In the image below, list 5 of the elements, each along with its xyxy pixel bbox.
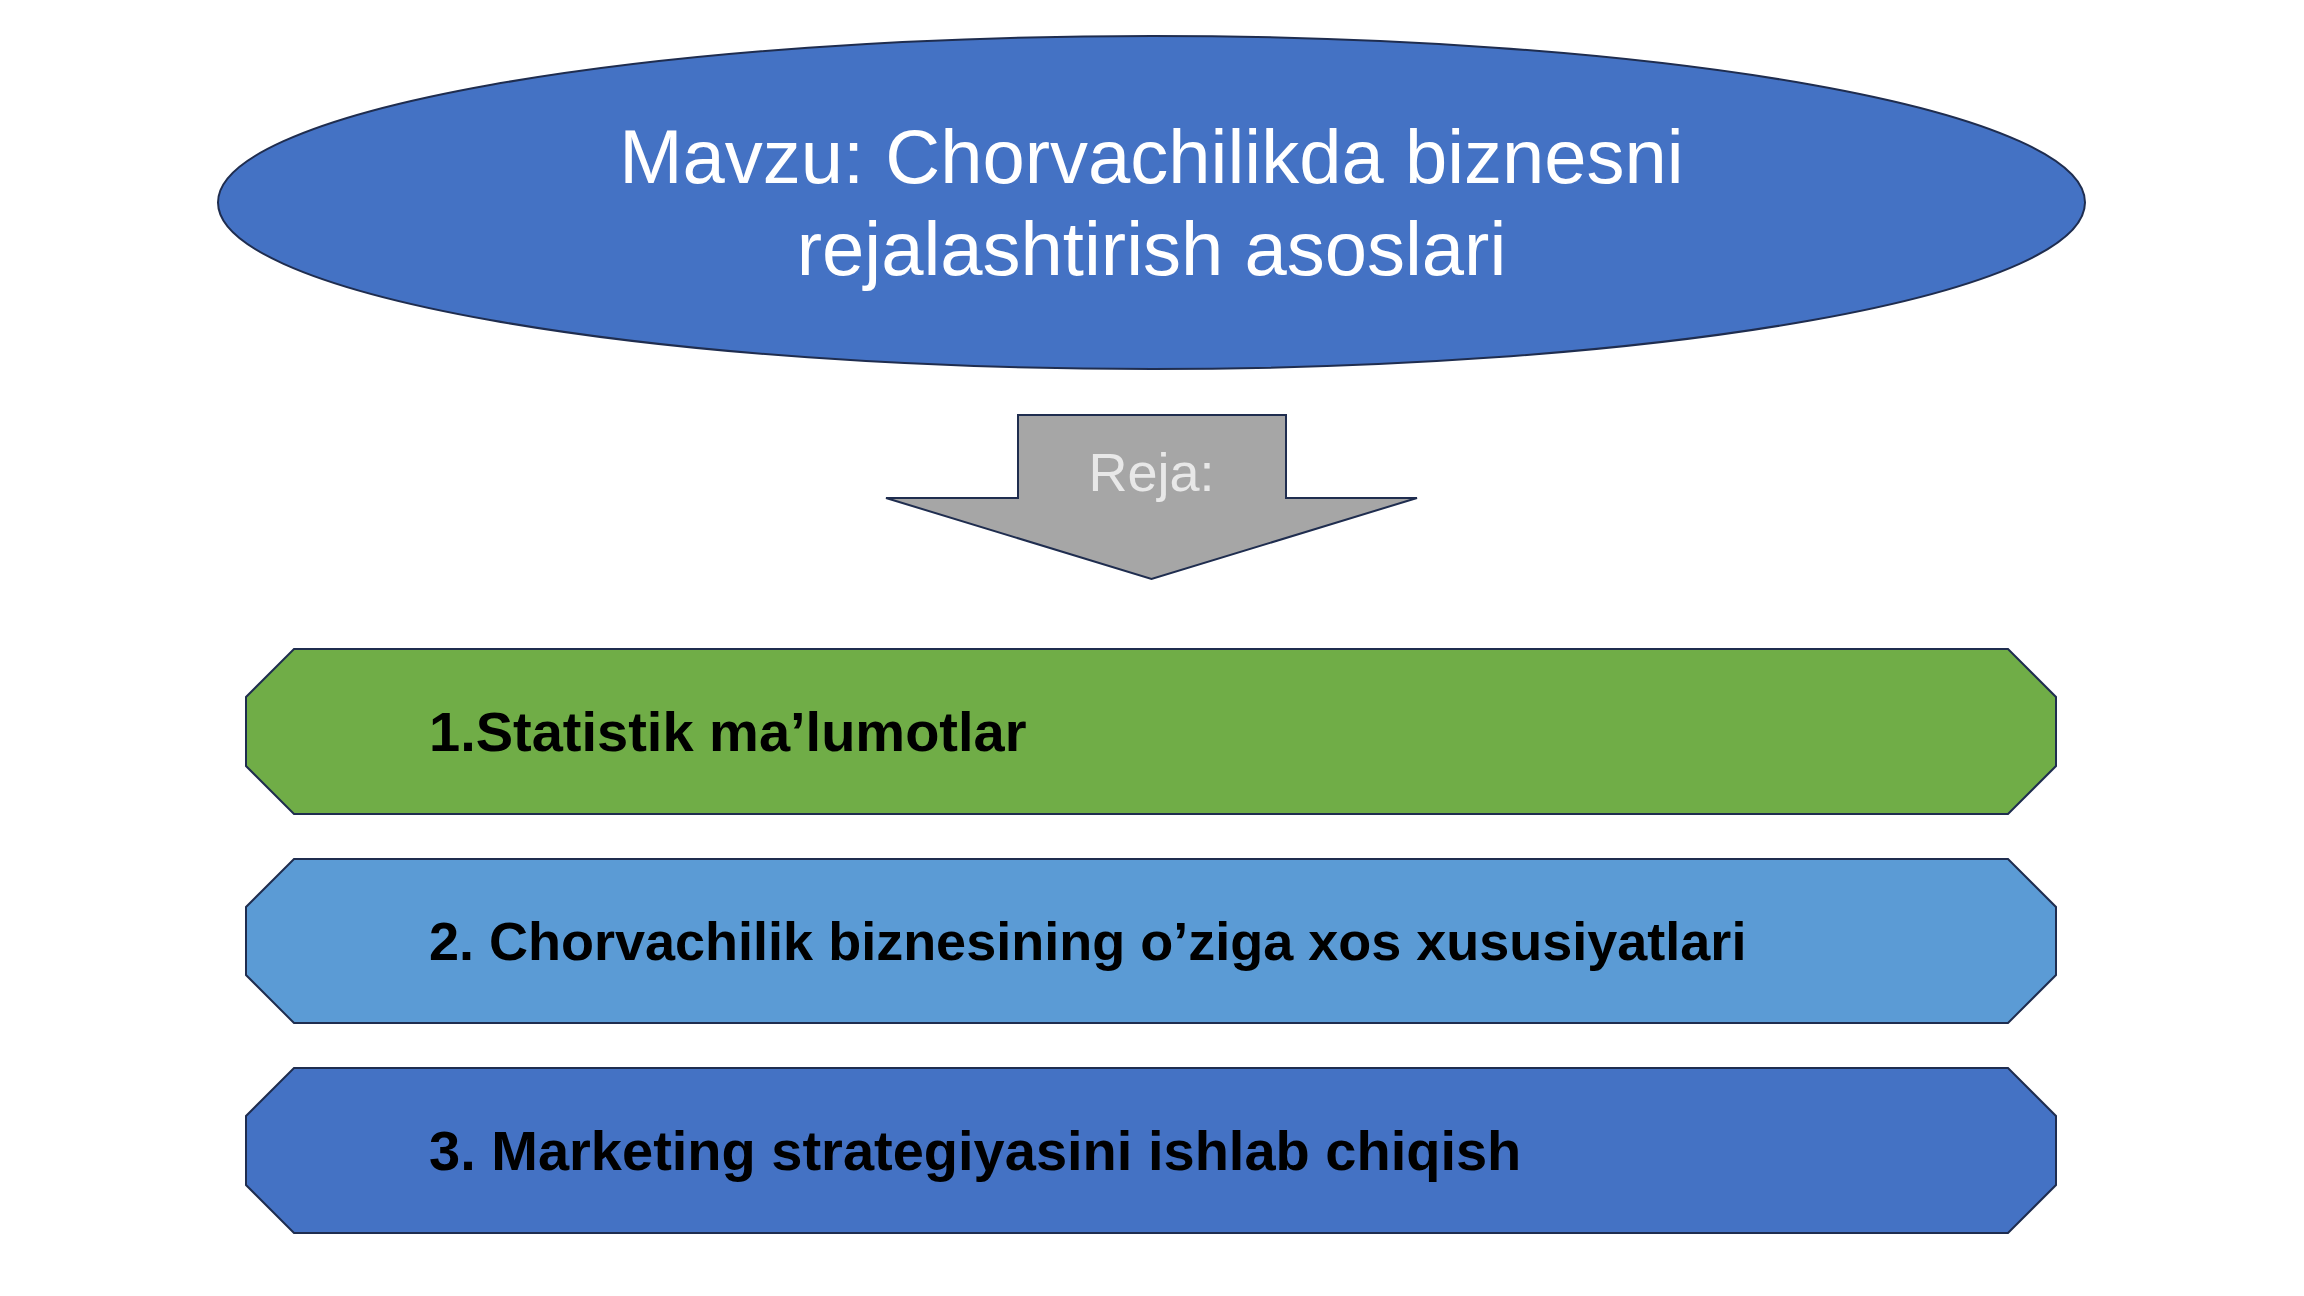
plan-item-text: 1.Statistik ma’lumotlar: [429, 698, 1027, 765]
title-text: Mavzu: Chorvachilikda biznesni rejalashtirish asoslari: [618, 113, 1685, 293]
arrow-label: Reja:: [1088, 440, 1215, 504]
plan-item-text: 2. Chorvachilik biznesining o’ziga xos xususiyatlari: [429, 909, 1747, 973]
plan-item-text: 3. Marketing strategiyasini ishlab chiqish: [429, 1117, 1522, 1184]
